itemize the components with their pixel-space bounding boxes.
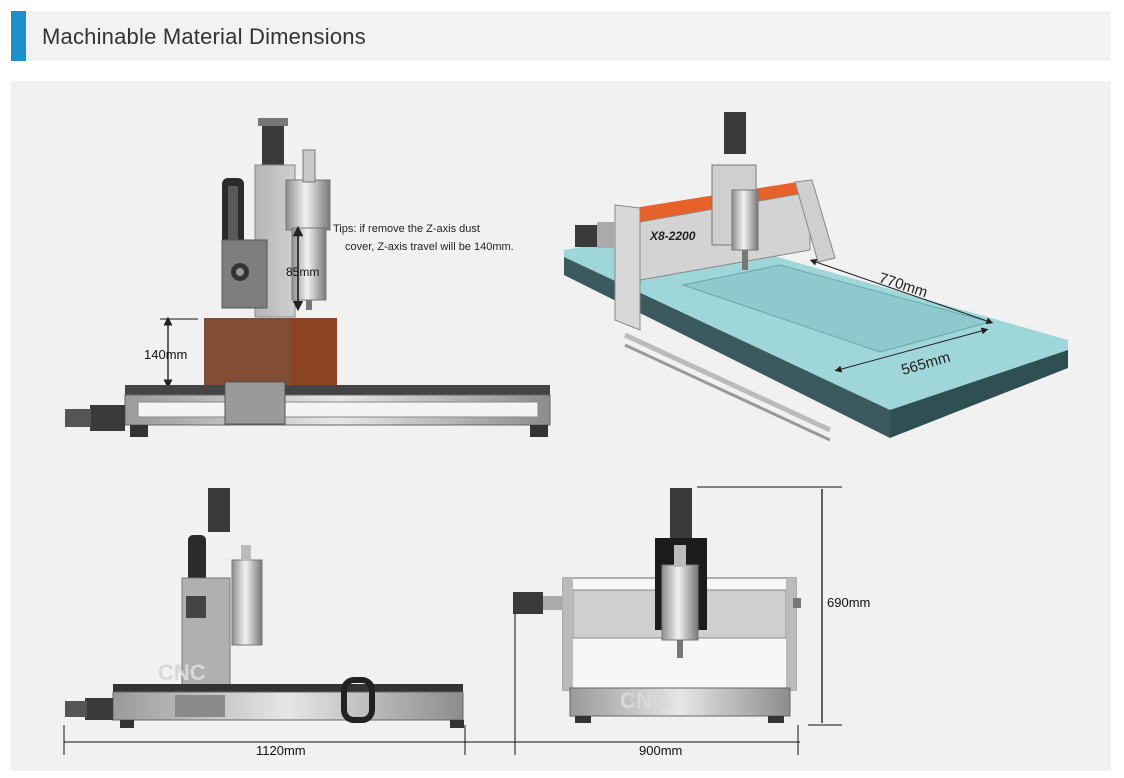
gantry-right-post [794, 179, 836, 263]
bl-z-motor [208, 488, 230, 532]
fr-z-motor [670, 488, 692, 538]
section-title: Machinable Material Dimensions [42, 24, 366, 49]
iso-z-motor [724, 112, 746, 154]
fr-base [569, 687, 791, 717]
model-label: X8-2200 [649, 229, 696, 243]
iso-view-machine: X8-2200 770mm 565mm [564, 112, 1068, 442]
gantry-left-post [614, 204, 641, 331]
header-accent-bar [11, 11, 26, 61]
fr-spindle [661, 564, 699, 641]
side-view-machine: 85mm Tips: if remove the Z-axis dust cov… [65, 118, 551, 437]
iso-length-arrow [809, 258, 994, 325]
width-label: 900mm [639, 743, 682, 758]
iso-spindle [731, 189, 759, 251]
y-motor [575, 225, 599, 247]
section-header: Machinable Material Dimensions [11, 11, 1111, 61]
z-travel-label: 85mm [286, 265, 319, 279]
spindle [285, 179, 331, 231]
bottom-side-view-machine: CNC [65, 488, 464, 728]
height-label: 690mm [827, 595, 870, 610]
watermark-right: CNC [620, 688, 668, 713]
x-rail [125, 385, 550, 395]
front-view-machine: CNC [513, 488, 801, 723]
depth-label: 1120mm [256, 743, 306, 758]
iso-width-arrow [834, 327, 989, 373]
bottom-dimensions: 1120mm 900mm 690mm [63, 486, 870, 758]
tip-text-line2: cover, Z-axis travel will be 140mm. [345, 241, 514, 253]
x-motor [90, 405, 125, 431]
z-motor [262, 123, 284, 165]
watermark-left: CNC [158, 660, 206, 685]
bl-spindle [231, 559, 263, 646]
material-height-label: 140mm [144, 347, 187, 362]
tip-text-line1: Tips: if remove the Z-axis dust [333, 223, 480, 235]
